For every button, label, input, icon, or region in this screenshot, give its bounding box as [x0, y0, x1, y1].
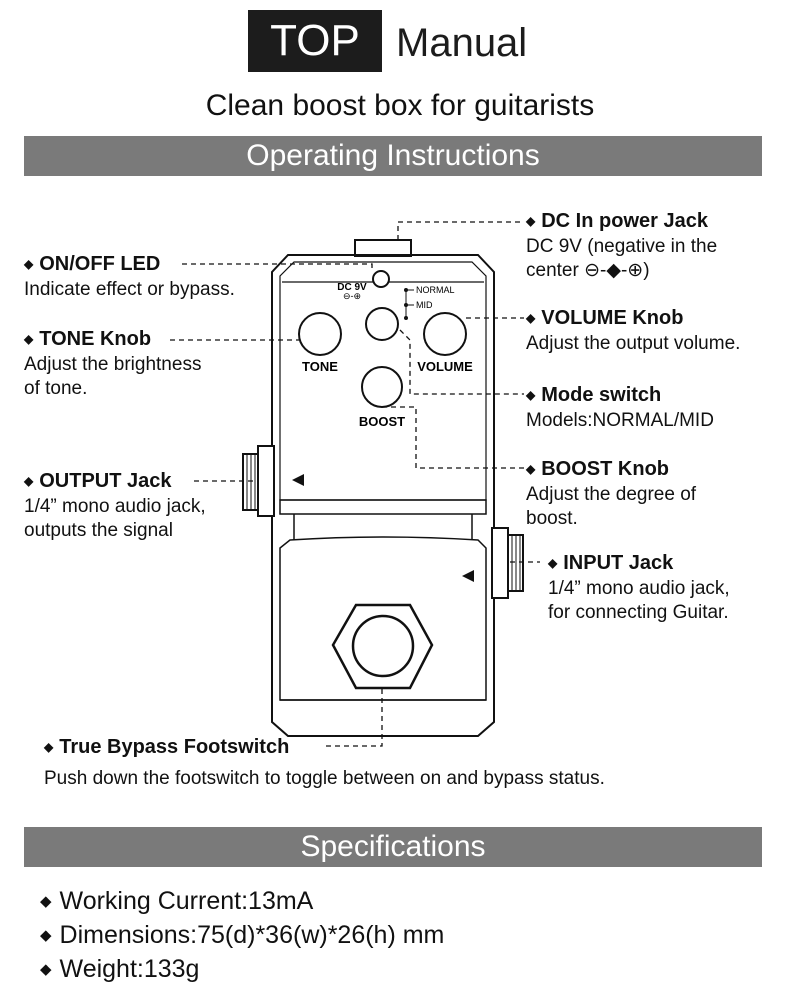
- spec-item: ◆Dimensions:75(d)*36(w)*26(h) mm: [40, 921, 445, 949]
- input-jack-shape: [491, 527, 509, 599]
- tone-knob-shape: [298, 312, 342, 356]
- volume-annotation: ◆VOLUME Knob Adjust the output volume.: [526, 307, 741, 354]
- manual-title: Manual: [396, 21, 528, 65]
- output-arrow-icon: [292, 474, 304, 486]
- pedal-body: [271, 254, 495, 737]
- mode-switch-shape: [365, 307, 399, 341]
- input-arrow-icon: [462, 570, 474, 582]
- mode-annotation: ◆Mode switch Models:NORMAL/MID: [526, 384, 714, 431]
- specifications-banner: Specifications: [24, 827, 762, 867]
- output-jack-shape: [257, 445, 275, 517]
- output-annotation: ◆OUTPUT Jack 1/4” mono audio jack, outpu…: [24, 470, 206, 541]
- led-annotation: ◆ON/OFF LED Indicate effect or bypass.: [24, 253, 235, 300]
- dc-annotation: ◆DC In power Jack DC 9V (negative in the…: [526, 210, 718, 281]
- spec-list: ◆Working Current:13mA ◆Dimensions:75(d)*…: [40, 886, 444, 988]
- volume-knob-shape: [423, 312, 467, 356]
- tone-label: TONE: [302, 359, 338, 374]
- spec-item: ◆Weight:133g: [40, 955, 200, 983]
- boost-knob-shape: [361, 366, 403, 408]
- input-annotation: ◆INPUT Jack 1/4” mono audio jack, for co…: [548, 552, 730, 623]
- operating-instructions-banner: Operating Instructions: [24, 136, 762, 176]
- footswitch-annotation: ◆True Bypass Footswitch Push down the fo…: [44, 736, 605, 789]
- dc-label: DC 9V: [337, 282, 367, 293]
- brand-logo: TOP: [248, 10, 382, 72]
- tone-annotation: ◆TONE Knob Adjust the brightness of tone…: [24, 328, 202, 399]
- boost-label: BOOST: [359, 414, 405, 429]
- boost-annotation: ◆BOOST Knob Adjust the degree of boost.: [526, 458, 697, 529]
- led-shape: [372, 270, 390, 288]
- volume-label: VOLUME: [417, 359, 473, 374]
- dc-jack-shape: [354, 239, 412, 257]
- footswitch-shape: [331, 603, 434, 690]
- normal-label: NORMAL: [416, 285, 455, 295]
- mid-label: MID: [416, 300, 433, 310]
- dc-polarity-label: ⊖-⊕: [343, 291, 361, 301]
- spec-item: ◆Working Current:13mA: [40, 887, 314, 915]
- page-subtitle: Clean boost box for guitarists: [205, 89, 595, 122]
